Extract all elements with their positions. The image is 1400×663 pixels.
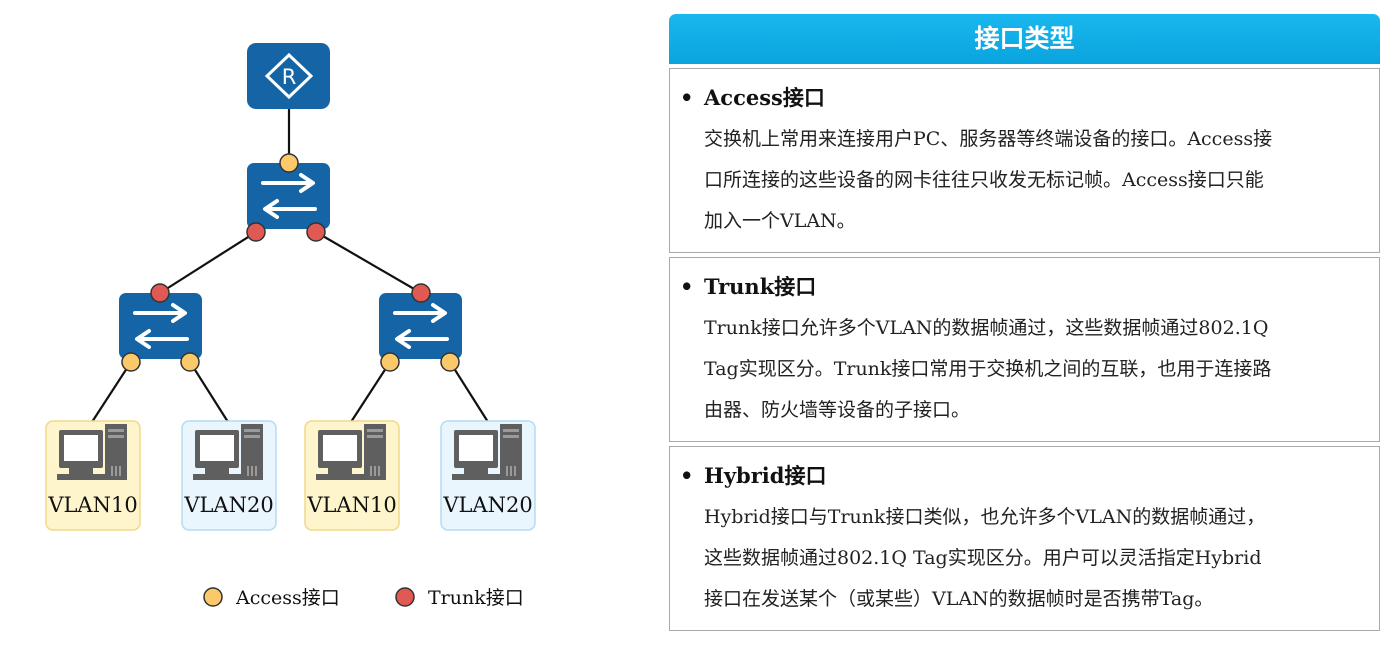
access-port — [121, 352, 141, 372]
vlan-topology-diagram: R VLAN10 VLAN20 VLAN1 — [45, 43, 536, 609]
link-left-pc1 — [91, 361, 132, 423]
bullet-icon: • — [680, 85, 694, 110]
legend-access-label: Access接口 — [235, 587, 340, 609]
legend-trunk-marker — [395, 587, 415, 607]
bullet-icon: • — [680, 274, 694, 299]
router: R — [247, 43, 330, 109]
trunk-port — [246, 222, 266, 242]
ports — [121, 153, 460, 372]
vlan-label: VLAN20 — [183, 493, 273, 517]
legend-trunk-label: Trunk接口 — [428, 587, 524, 609]
access-port — [180, 352, 200, 372]
router-label: R — [282, 65, 297, 89]
trunk-port — [306, 222, 326, 242]
body-line: Hybrid接口与Trunk接口类似，也允许多个VLAN的数据帧通过， — [704, 506, 1266, 528]
pc-vlan10-right: VLAN10 — [304, 420, 400, 531]
trunk-port — [411, 283, 431, 303]
vlan-label: VLAN10 — [47, 493, 137, 517]
access-port — [380, 352, 400, 372]
vlan-label: VLAN20 — [442, 493, 532, 517]
legend: Access接口 Trunk接口 — [203, 587, 524, 609]
body-line: 接口在发送某个（或某些）VLAN的数据帧时是否携带Tag。 — [704, 588, 1214, 610]
pc-vlan20-right: VLAN20 — [440, 420, 536, 531]
body-line: 这些数据帧通过802.1Q Tag实现区分。用户可以灵活指定Hybrid — [704, 547, 1262, 569]
body-line: Trunk接口允许多个VLAN的数据帧通过，这些数据帧通过802.1Q — [704, 317, 1269, 339]
core-switch — [247, 163, 330, 229]
link-core-right — [315, 231, 422, 294]
bullet-icon: • — [680, 463, 694, 488]
pc-vlan20-left: VLAN20 — [181, 420, 277, 531]
section-title: Hybrid接口 — [704, 463, 827, 488]
legend-access-marker — [203, 587, 223, 607]
vlan-label: VLAN10 — [306, 493, 396, 517]
body-line: 口所连接的这些设备的网卡往往只收发无标记帧。Access接口只能 — [704, 169, 1264, 191]
body-line: 由器、防火墙等设备的子接口。 — [704, 399, 971, 421]
left-access-switch — [119, 293, 202, 359]
section-access: • Access接口 交换机上常用来连接用户PC、服务器等终端设备的接口。Acce… — [669, 68, 1380, 253]
section-body: 交换机上常用来连接用户PC、服务器等终端设备的接口。Access接 口所连接的这… — [680, 119, 1365, 242]
right-access-switch — [379, 293, 462, 359]
access-port — [440, 352, 460, 372]
section-trunk: • Trunk接口 Trunk接口允许多个VLAN的数据帧通过，这些数据帧通过80… — [669, 257, 1380, 442]
access-port — [279, 153, 299, 173]
section-title: Trunk接口 — [704, 274, 817, 299]
link-right-pc4 — [449, 361, 489, 423]
body-line: Tag实现区分。Trunk接口常用于交换机之间的互联，也用于连接路 — [704, 358, 1272, 380]
panel-title: 接口类型 — [669, 14, 1380, 64]
section-title: Access接口 — [704, 85, 825, 110]
body-line: 交换机上常用来连接用户PC、服务器等终端设备的接口。Access接 — [704, 128, 1273, 150]
links — [91, 109, 489, 423]
section-body: Trunk接口允许多个VLAN的数据帧通过，这些数据帧通过802.1Q Tag实… — [680, 308, 1365, 431]
link-core-left — [159, 231, 257, 294]
body-line: 加入一个VLAN。 — [704, 210, 856, 232]
link-left-pc2 — [189, 361, 229, 423]
section-body: Hybrid接口与Trunk接口类似，也允许多个VLAN的数据帧通过， 这些数据… — [680, 497, 1365, 620]
link-right-pc3 — [350, 361, 391, 423]
interface-types-panel: 接口类型 • Access接口 交换机上常用来连接用户PC、服务器等终端设备的接口… — [669, 14, 1380, 631]
section-hybrid: • Hybrid接口 Hybrid接口与Trunk接口类似，也允许多个VLAN的数… — [669, 446, 1380, 631]
trunk-port — [150, 283, 170, 303]
pc-vlan10-left: VLAN10 — [45, 420, 141, 531]
